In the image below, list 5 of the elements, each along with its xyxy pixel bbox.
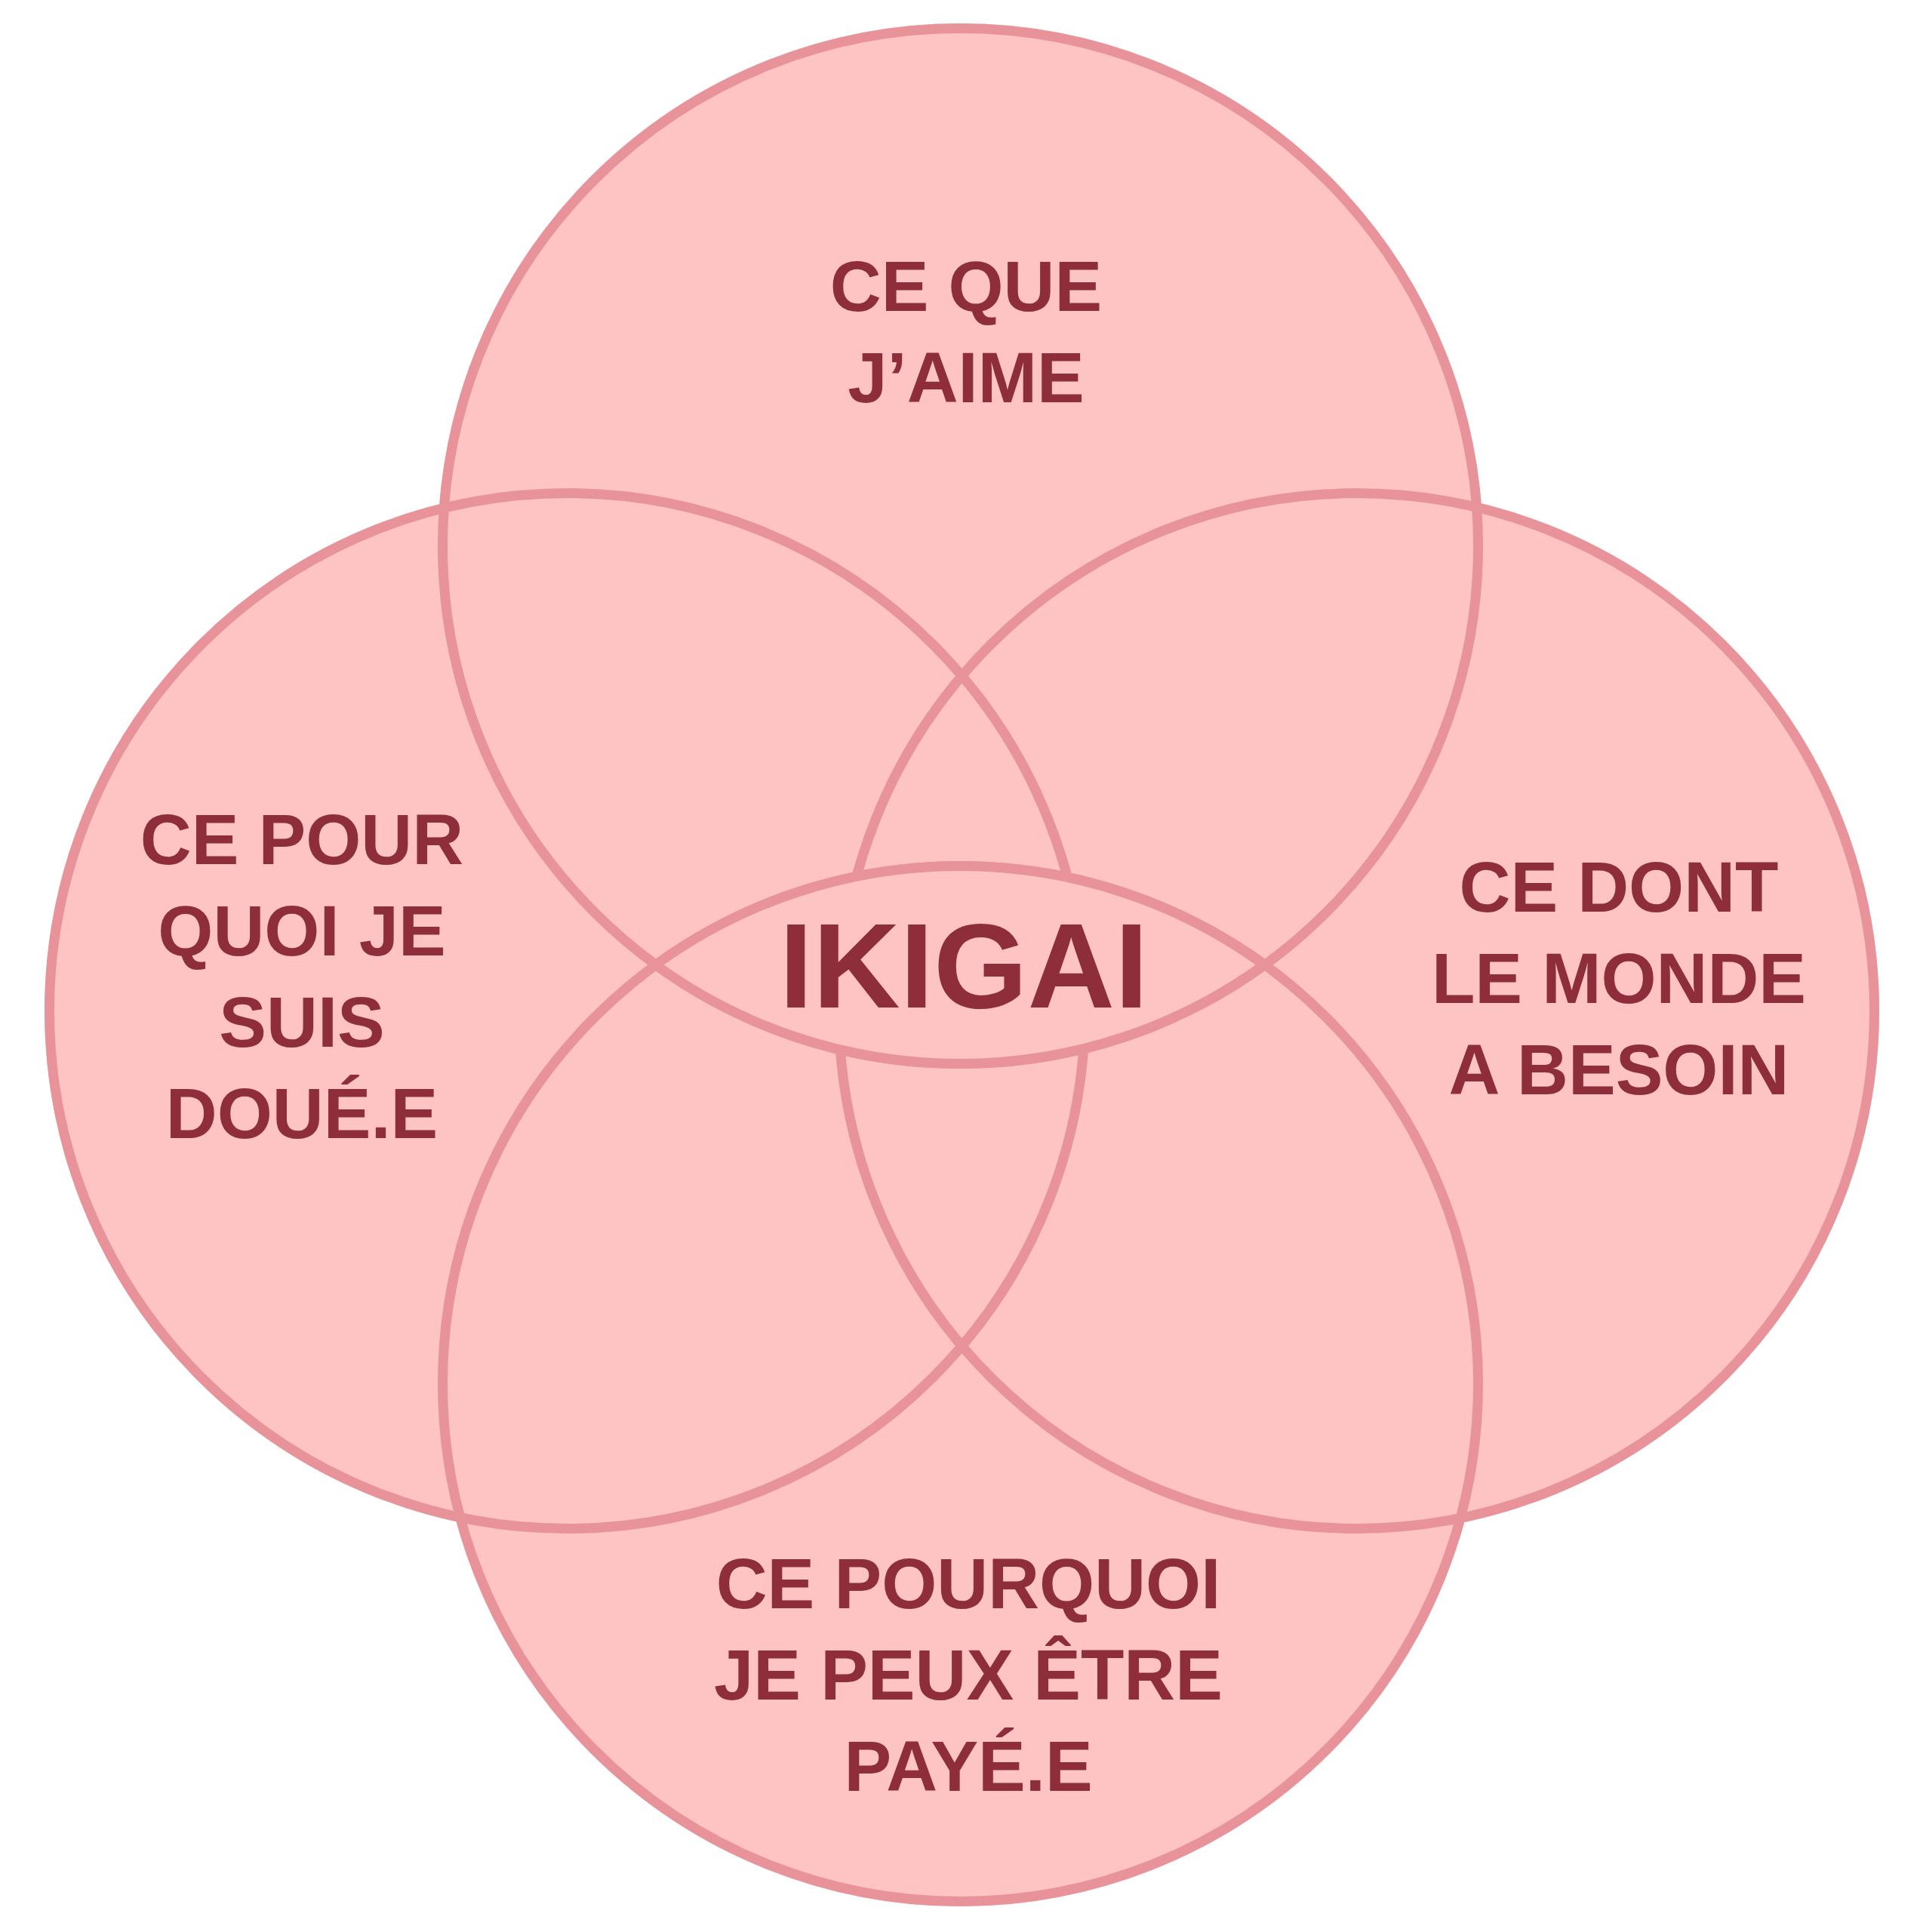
circle-label: CE DONT LE MONDE A BESOIN — [1430, 846, 1808, 1111]
circle-label: CE POURQUOI JE PEUX ÊTRE PAYÉ.E — [713, 1543, 1223, 1807]
circle-label: CE QUE J’AIME — [829, 246, 1103, 419]
circle-label: CE POUR QUOI JE SUIS DOUÉ.E — [139, 799, 465, 1155]
center-title: IKIGAI — [779, 906, 1149, 1026]
